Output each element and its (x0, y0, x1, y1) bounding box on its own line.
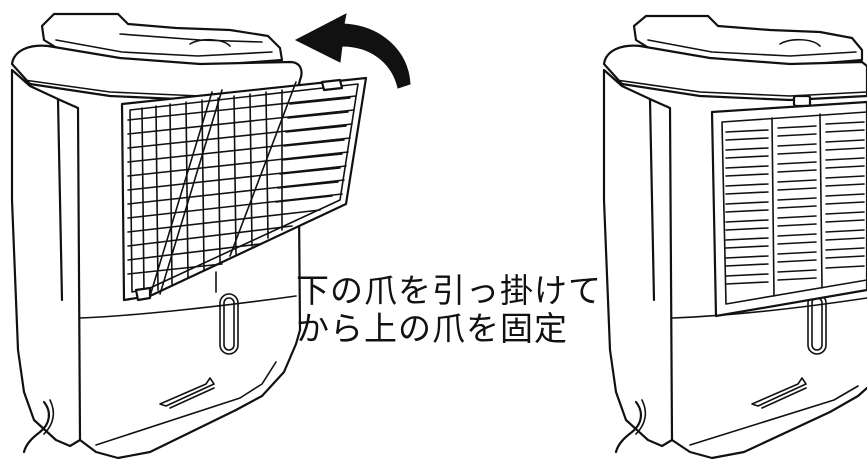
right-installed-filter (710, 100, 867, 318)
left-dehumidifier-unit (10, 12, 303, 460)
left-body (10, 68, 82, 448)
instruction-line-1: 下の爪を引っ掛けて (296, 271, 602, 310)
rotation-arrow-icon (294, 13, 411, 89)
filter-horizontal-bars (127, 95, 357, 275)
filter-bottom-tab (134, 286, 152, 302)
filter-vertical-bars (141, 89, 283, 295)
left-water-tank (79, 295, 297, 319)
left-tank-grip (159, 377, 215, 407)
filter-top-tab (320, 78, 344, 92)
left-power-cord (22, 400, 50, 454)
left-level-window (223, 297, 235, 351)
right-filter-tab (792, 94, 812, 108)
installed-slats-right (825, 121, 865, 269)
right-tank-grip (751, 377, 807, 407)
instruction-line-2: から上の爪を固定 (296, 309, 568, 348)
installed-slats-middle (777, 125, 817, 281)
filter-slats (275, 97, 351, 203)
right-water-tank (671, 297, 867, 319)
right-body (602, 68, 674, 448)
right-power-cord (614, 400, 642, 454)
instruction-caption: 下の爪を引っ掛けて から上の爪を固定 (296, 272, 602, 348)
installed-slats-left (725, 129, 769, 285)
installed-filter-frame (710, 100, 867, 318)
left-filter-grid (120, 76, 368, 302)
